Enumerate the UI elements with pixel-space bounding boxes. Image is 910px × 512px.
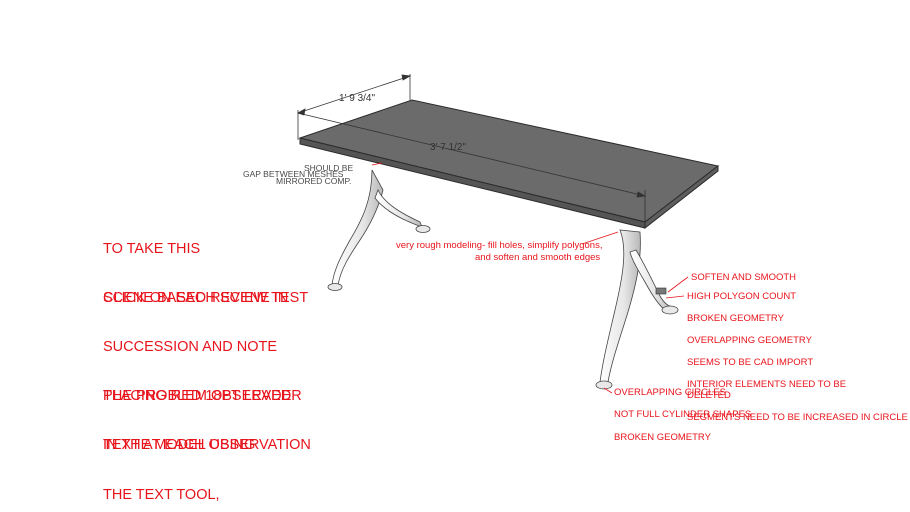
note-not-full-cylinder[interactable]: NOT FULL CYLINDER SHAPES [614, 409, 752, 420]
mirrored-comp-label: MIRRORED COMP. [276, 176, 352, 186]
note-cad-import[interactable]: SEEMS TO BE CAD IMPORT [687, 357, 814, 368]
instruction-line: CLICK ON EACH SCENE IN [103, 289, 289, 306]
back-leg-left [327, 169, 431, 291]
dimension-width-label: 1' 9 3/4" [339, 93, 376, 104]
instruction-line: TO TAKE THIS [103, 240, 201, 257]
note-segments-increase[interactable]: SEGMENTS NEED TO BE INCREASED IN CIRCLE [687, 412, 908, 423]
note-rough-modeling-line1[interactable]: very rough modeling- fill holes, simplif… [396, 240, 603, 251]
note-rough-modeling-line2[interactable]: and soften and smooth edges [475, 252, 601, 263]
instruction-line: THE TEXT TOOL, [103, 486, 220, 503]
note-high-polygon-count[interactable]: HIGH POLYGON COUNT [687, 291, 797, 302]
instruction-line: PLACING RED 18PT LEADER [103, 387, 302, 404]
note-overlapping-geometry[interactable]: OVERLAPPING GEOMETRY [687, 335, 812, 346]
note-broken-geometry-2[interactable]: BROKEN GEOMETRY [614, 432, 711, 443]
table-top [298, 99, 720, 230]
instruction-line: THE PROBLEM OBSERVED [103, 388, 292, 405]
instruction-line: SUCCESSION AND NOTE [103, 339, 278, 356]
dimension-length-label: 3' 7 1/2" [430, 142, 467, 153]
note-soften-smooth[interactable]: SOFTEN AND SMOOTH [691, 272, 797, 283]
should-be-label: SHOULD BE [304, 163, 354, 173]
instruction-line: SCENE BASED REVIEW TEST [103, 290, 309, 307]
leader-lines [371, 162, 689, 394]
dimension-lines [297, 74, 647, 222]
note-overlapping-circles[interactable]: OVERLAPPING CIRCLES [614, 387, 726, 398]
note-interior-elements-line2[interactable]: DELETED [687, 390, 731, 401]
note-broken-geometry-1[interactable]: BROKEN GEOMETRY [687, 313, 784, 324]
instruction-block-2: CLICK ON EACH SCENE IN SUCCESSION AND NO… [103, 257, 291, 512]
note-interior-elements-line1[interactable]: INTERIOR ELEMENTS NEED TO BE [687, 379, 847, 390]
instruction-block-1: TO TAKE THIS SCENE BASED REVIEW TEST [103, 208, 308, 339]
gap-between-meshes-label: GAP BETWEEN MESHES [243, 169, 344, 179]
instruction-block-3: PLACING RED 18PT LEADER TEXT AT EACH OBS… [103, 355, 311, 486]
front-leg-right [595, 229, 679, 390]
instruction-line: IN THE MODEL USING [103, 437, 256, 454]
instruction-line: TEXT AT EACH OBSERVATION [103, 437, 311, 454]
